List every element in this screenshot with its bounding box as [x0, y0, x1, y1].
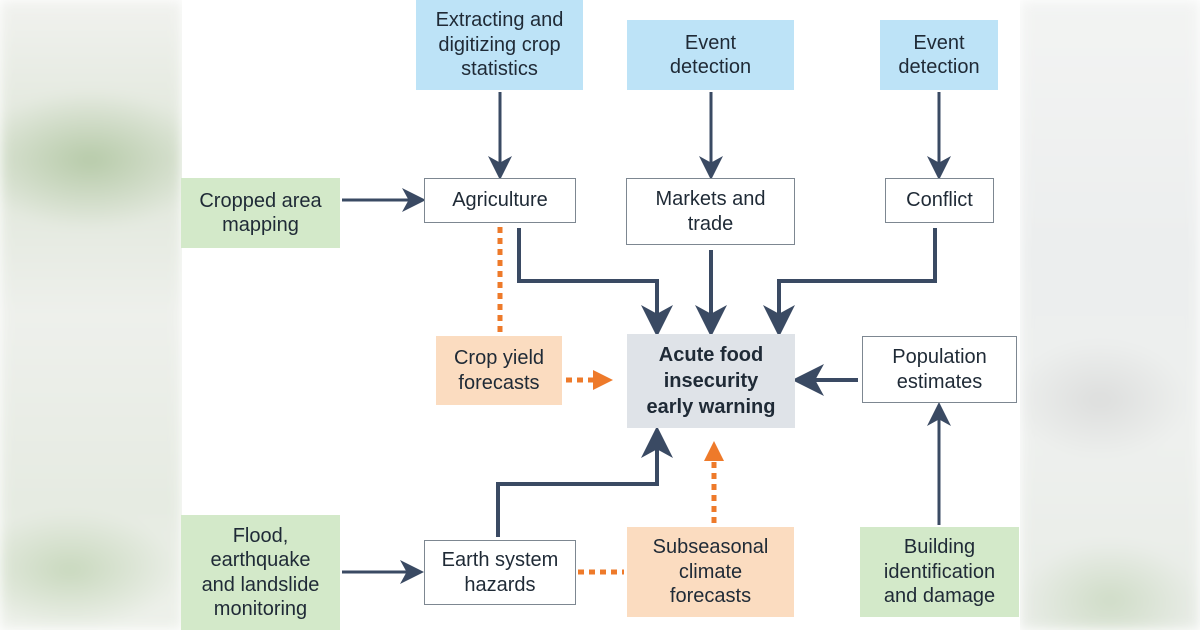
population-estimates-node: Population estimates — [862, 336, 1017, 403]
acute-food-insecurity-early-warning-node: Acute food insecurity early warning — [627, 334, 795, 428]
extracting-crop-statistics-node: Extracting and digitizing crop statistic… — [416, 0, 583, 90]
markets-and-trade-node: Markets and trade — [626, 178, 795, 245]
cropped-area-mapping-node: Cropped area mapping — [181, 178, 340, 248]
agriculture-node: Agriculture — [424, 178, 576, 223]
event-detection-conflict-node: Event detection — [880, 20, 998, 90]
earth-system-hazards-node: Earth system hazards — [424, 540, 576, 605]
arrow-conflict-to-center — [763, 228, 937, 337]
flood-earthquake-landslide-monitoring-node: Flood, earthquake and landslide monitori… — [181, 515, 340, 630]
subseasonal-climate-forecasts-node: Subseasonal climate forecasts — [627, 527, 794, 617]
event-detection-markets-node: Event detection — [627, 20, 794, 90]
building-identification-and-damage-node: Building identification and damage — [860, 527, 1019, 617]
crop-yield-forecasts-node: Crop yield forecasts — [436, 336, 562, 405]
right-background-blur — [1020, 0, 1200, 630]
conflict-node: Conflict — [885, 178, 994, 223]
left-background-blur — [0, 0, 182, 630]
arrow-agriculture-to-center — [517, 228, 673, 337]
arrow-hazards-to-center — [496, 426, 673, 537]
